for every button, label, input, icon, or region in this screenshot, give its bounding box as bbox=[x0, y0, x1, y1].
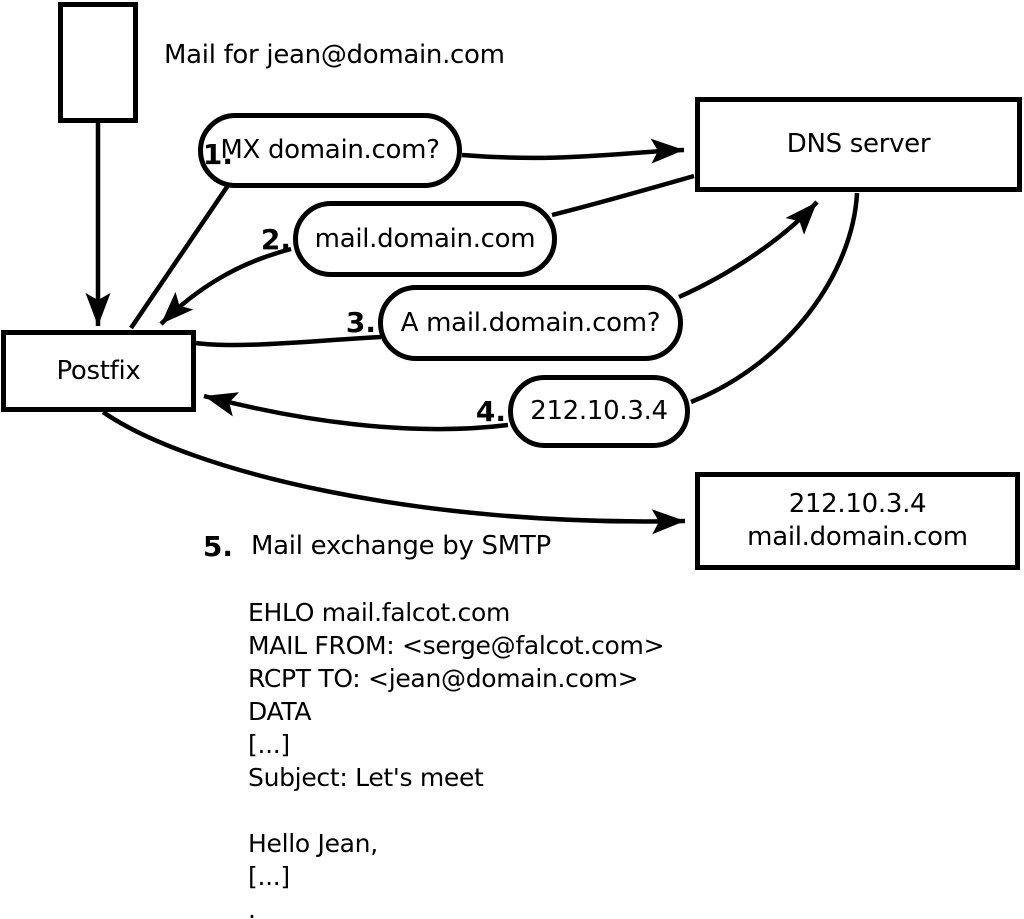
smtp-line: MAIL FROM: <serge@falcot.com> bbox=[248, 631, 665, 660]
line-postfix-to-pill1 bbox=[129, 182, 231, 330]
step-4-label: 212.10.3.4 bbox=[530, 396, 668, 426]
line-dns-to-pill4 bbox=[690, 192, 860, 405]
mail-server-hostname: mail.domain.com bbox=[747, 522, 968, 552]
arrow-pill4-to-postfix bbox=[203, 392, 509, 432]
smtp-line: . bbox=[248, 895, 256, 919]
mail-server-ip: 212.10.3.4 bbox=[788, 489, 927, 519]
page-title: Mail for jean@domain.com bbox=[164, 40, 505, 70]
step-2-pill: mail.domain.com bbox=[293, 201, 557, 277]
step-5-label: Mail exchange by SMTP bbox=[251, 531, 551, 561]
arrow-smtp-exchange bbox=[101, 410, 686, 535]
line-postfix-to-pill3 bbox=[195, 334, 382, 348]
smtp-line: RCPT TO: <jean@domain.com> bbox=[248, 664, 639, 693]
mail-server-box: 212.10.3.4 mail.domain.com bbox=[695, 472, 1020, 570]
mail-message-icon bbox=[58, 2, 138, 123]
step-2-number: 2. bbox=[260, 223, 291, 256]
postfix-box: Postfix bbox=[1, 330, 196, 412]
smtp-line: [...] bbox=[248, 862, 290, 891]
step-1-number: 1. bbox=[202, 138, 233, 171]
step-3-pill: A mail.domain.com? bbox=[378, 285, 683, 361]
step-4-pill: 212.10.3.4 bbox=[508, 375, 690, 448]
smtp-line: Subject: Let's meet bbox=[248, 763, 484, 792]
arrow-pill1-to-dns bbox=[461, 138, 685, 164]
smtp-line: Hello Jean, bbox=[248, 829, 378, 858]
step-1-label: MX domain.com? bbox=[220, 135, 440, 165]
smtp-line: DATA bbox=[248, 697, 312, 726]
step-3-label: A mail.domain.com? bbox=[400, 307, 661, 338]
line-dns-to-pill2 bbox=[551, 173, 695, 218]
smtp-line: EHLO mail.falcot.com bbox=[248, 598, 511, 627]
arrow-pill3-to-dns bbox=[678, 200, 819, 300]
step-5-number: 5. bbox=[202, 530, 233, 563]
smtp-line bbox=[248, 796, 664, 829]
dns-server-label: DNS server bbox=[786, 129, 931, 159]
smtp-line: [...] bbox=[248, 730, 290, 759]
postfix-label: Postfix bbox=[56, 355, 141, 386]
dns-server-box: DNS server bbox=[695, 97, 1022, 192]
arrow-pill2-to-postfix bbox=[159, 246, 292, 326]
smtp-transcript: EHLO mail.falcot.com MAIL FROM: <serge@f… bbox=[248, 598, 665, 919]
step-4-number: 4. bbox=[475, 395, 506, 428]
step-3-number: 3. bbox=[345, 306, 376, 339]
step-2-label: mail.domain.com bbox=[314, 223, 536, 254]
step-1-pill: MX domain.com? bbox=[198, 113, 462, 188]
